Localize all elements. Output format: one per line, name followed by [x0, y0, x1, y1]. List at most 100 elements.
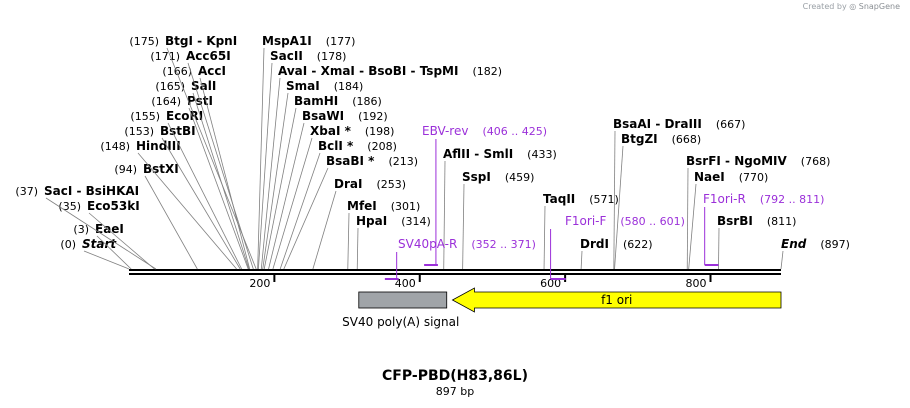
site-position: (184)	[334, 80, 364, 93]
primer-range: (792 .. 811)	[760, 193, 825, 206]
site-leader-line	[283, 167, 329, 270]
site-position: (155)	[130, 110, 160, 123]
site-label: DraI	[334, 177, 362, 191]
site-label: XbaI *	[310, 124, 352, 138]
site-label: BstXI	[143, 162, 179, 176]
site-position: (208)	[367, 140, 397, 153]
site-leader-line	[613, 130, 616, 270]
site-label: AvaI - XmaI - BsoBI - TspMI	[278, 64, 458, 78]
site-leader-line	[257, 62, 273, 270]
site-leader-line	[312, 190, 337, 270]
site-position: (153)	[124, 125, 154, 138]
site-position: (182)	[472, 65, 502, 78]
site-leader-line	[718, 227, 720, 270]
site-position: (459)	[505, 171, 535, 184]
site-label: EcoRI	[166, 109, 203, 123]
site-leader-line	[45, 197, 157, 270]
site-label: AccI	[198, 64, 226, 78]
site-position: (811)	[767, 215, 797, 228]
ruler-tick-label: 400	[395, 277, 416, 290]
site-label: EaeI	[95, 222, 124, 236]
site-label: AflII - SmlI	[443, 147, 513, 161]
site-label: BamHI	[294, 94, 338, 108]
site-position: (171)	[150, 50, 180, 63]
primer-label: F1ori-R	[703, 192, 746, 206]
site-leader-line	[260, 77, 281, 270]
site-position: (571)	[589, 193, 619, 206]
snapgene-watermark: Created by ◎ SnapGene	[803, 2, 900, 11]
site-position: (770)	[739, 171, 769, 184]
site-position: (213)	[388, 155, 418, 168]
watermark-prefix: Created by	[802, 2, 847, 11]
feature-label: f1 ori	[601, 293, 632, 307]
feature-label: SV40 poly(A) signal	[342, 315, 459, 329]
watermark-brand: SnapGene	[858, 2, 900, 11]
site-label: HindIII	[136, 139, 181, 153]
site-leader-line	[199, 77, 251, 270]
plasmid-size: 897 bp	[435, 385, 475, 398]
site-label: BstBI	[160, 124, 196, 138]
site-position: (186)	[352, 95, 382, 108]
site-position: (198)	[365, 125, 395, 138]
site-label: BtgI - KpnI	[165, 34, 237, 48]
site-label: SacI - BsiHKAI	[44, 184, 139, 198]
site-label: MfeI	[347, 199, 377, 213]
site-leader-line	[137, 152, 237, 270]
site-leader-line	[279, 152, 321, 270]
site-position: (164)	[151, 95, 181, 108]
site-label: SmaI	[286, 79, 320, 93]
site-label: Acc65I	[186, 49, 231, 63]
site-leader-line	[780, 250, 784, 270]
site-label: BclI *	[318, 139, 354, 153]
site-position: (433)	[527, 148, 557, 161]
site-position: (897)	[820, 238, 850, 251]
site-label: TaqII	[543, 192, 575, 206]
ruler-tick-label: 800	[685, 277, 706, 290]
site-leader-line	[686, 167, 689, 270]
site-leader-line	[443, 160, 446, 270]
site-leader-line	[462, 183, 465, 270]
site-position: (177)	[326, 35, 356, 48]
primer-label: F1ori-F	[565, 214, 606, 228]
site-leader-line	[580, 250, 583, 270]
feature-f1-ori-arrow	[451, 287, 782, 313]
site-leader-line	[543, 205, 546, 270]
site-label: NaeI	[694, 170, 725, 184]
site-label: SacII	[270, 49, 303, 63]
site-label: HpaI	[356, 214, 387, 228]
site-leader-line	[263, 107, 297, 270]
site-leader-line	[356, 227, 359, 270]
ruler-tick-label: 600	[540, 277, 561, 290]
feature-sv40-polya-box	[358, 291, 448, 309]
site-leader-line	[166, 47, 257, 270]
ruler-tick-label: 200	[249, 277, 270, 290]
site-leader-line	[88, 212, 155, 270]
site-position: (314)	[401, 215, 431, 228]
site-position: (166)	[162, 65, 192, 78]
site-position: (35)	[58, 200, 81, 213]
site-leader-line	[144, 175, 198, 270]
site-position: (0)	[60, 238, 76, 251]
site-position: (253)	[376, 178, 406, 191]
site-leader-line	[188, 107, 249, 270]
site-position: (37)	[15, 185, 38, 198]
site-leader-line	[614, 145, 624, 270]
site-position: (301)	[391, 200, 421, 213]
site-leader-line	[272, 137, 313, 270]
site-position: (148)	[100, 140, 130, 153]
site-label: BsaAI - DraIII	[613, 117, 702, 131]
site-position: (667)	[716, 118, 746, 131]
site-position: (668)	[672, 133, 702, 146]
primer-label: SV40pA-R	[398, 237, 457, 251]
site-position: (192)	[358, 110, 388, 123]
site-position: (94)	[114, 163, 137, 176]
site-leader-line	[688, 183, 697, 270]
snapgene-logo-icon: ◎	[849, 2, 857, 11]
site-position: (165)	[155, 80, 185, 93]
site-leader-line	[268, 122, 305, 270]
site-leader-line	[257, 47, 265, 270]
site-leader-line	[167, 122, 243, 270]
site-label: BsrFI - NgoMIV	[686, 154, 787, 168]
site-leader-line	[161, 137, 241, 270]
